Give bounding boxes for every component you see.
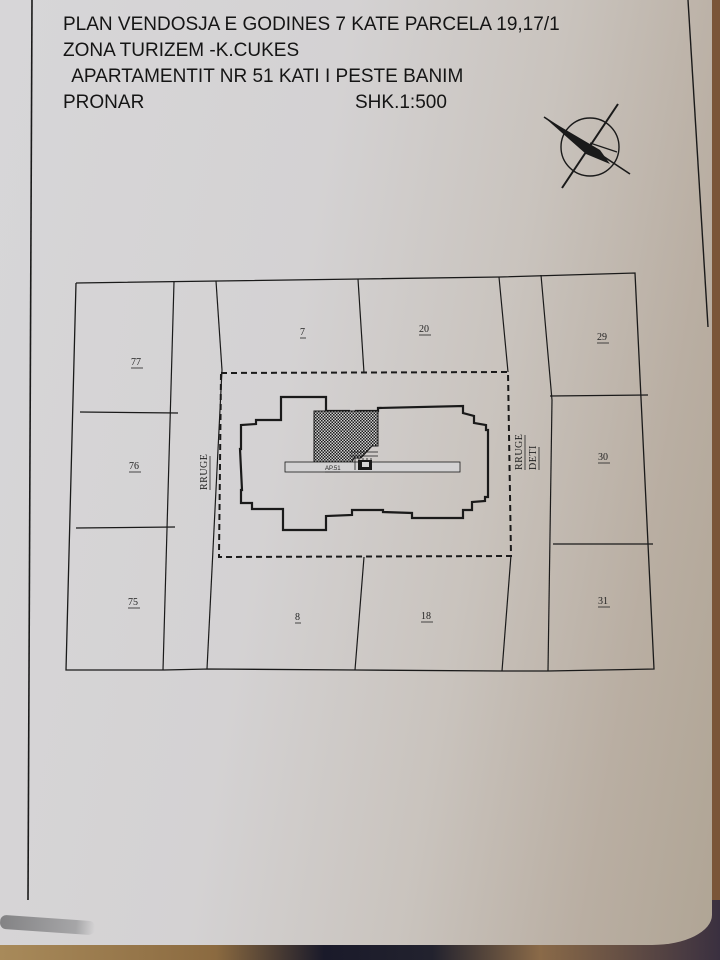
road-label-east-deti: DETI: [528, 445, 539, 470]
title-line-1: PLAN VENDOSJA E GODINES 7 KATE PARCELA 1…: [63, 14, 560, 35]
parcel-label-77: 77: [131, 357, 141, 368]
north-arrow-icon: [543, 103, 631, 189]
parcel-label-76: 76: [129, 461, 139, 472]
parcel-label-20: 20: [419, 324, 429, 335]
road-label-west: RRUGE: [199, 454, 210, 490]
road-label-east: RRUGE: [514, 434, 525, 470]
building-footprint: AP.51: [238, 395, 490, 532]
road-labels: RRUGE RRUGE DETI: [199, 434, 540, 490]
parcel-label-75: 75: [128, 597, 138, 608]
parcel-label-31: 31: [598, 596, 608, 607]
parcel-label-18: 18: [421, 611, 431, 622]
page-border-left: [27, 0, 33, 901]
apartment-label: AP.51: [325, 466, 341, 472]
paper-sheet: [0, 0, 712, 945]
parcel-label-30: 30: [598, 452, 608, 463]
title-block: PLAN VENDOSJA E GODINES 7 KATE PARCELA 1…: [63, 12, 683, 116]
parcel-labels: 77 76 75 7 20 8 18 29 30 31: [128, 324, 610, 624]
parcel-label-8: 8: [295, 612, 300, 623]
parcel-label-29: 29: [597, 332, 607, 343]
scale-label: SHK.1:500: [355, 92, 447, 113]
title-line-2: ZONA TURIZEM -K.CUKES: [63, 40, 300, 61]
building-plot-boundary: [217, 370, 513, 559]
parcel-label-7: 7: [300, 327, 305, 338]
owner-label: PRONAR: [63, 92, 145, 113]
title-line-3: APARTAMENTIT NR 51 KATI I PESTE BANIM: [67, 66, 464, 87]
site-outline: [65, 272, 655, 672]
page-border-right: [687, 0, 709, 328]
